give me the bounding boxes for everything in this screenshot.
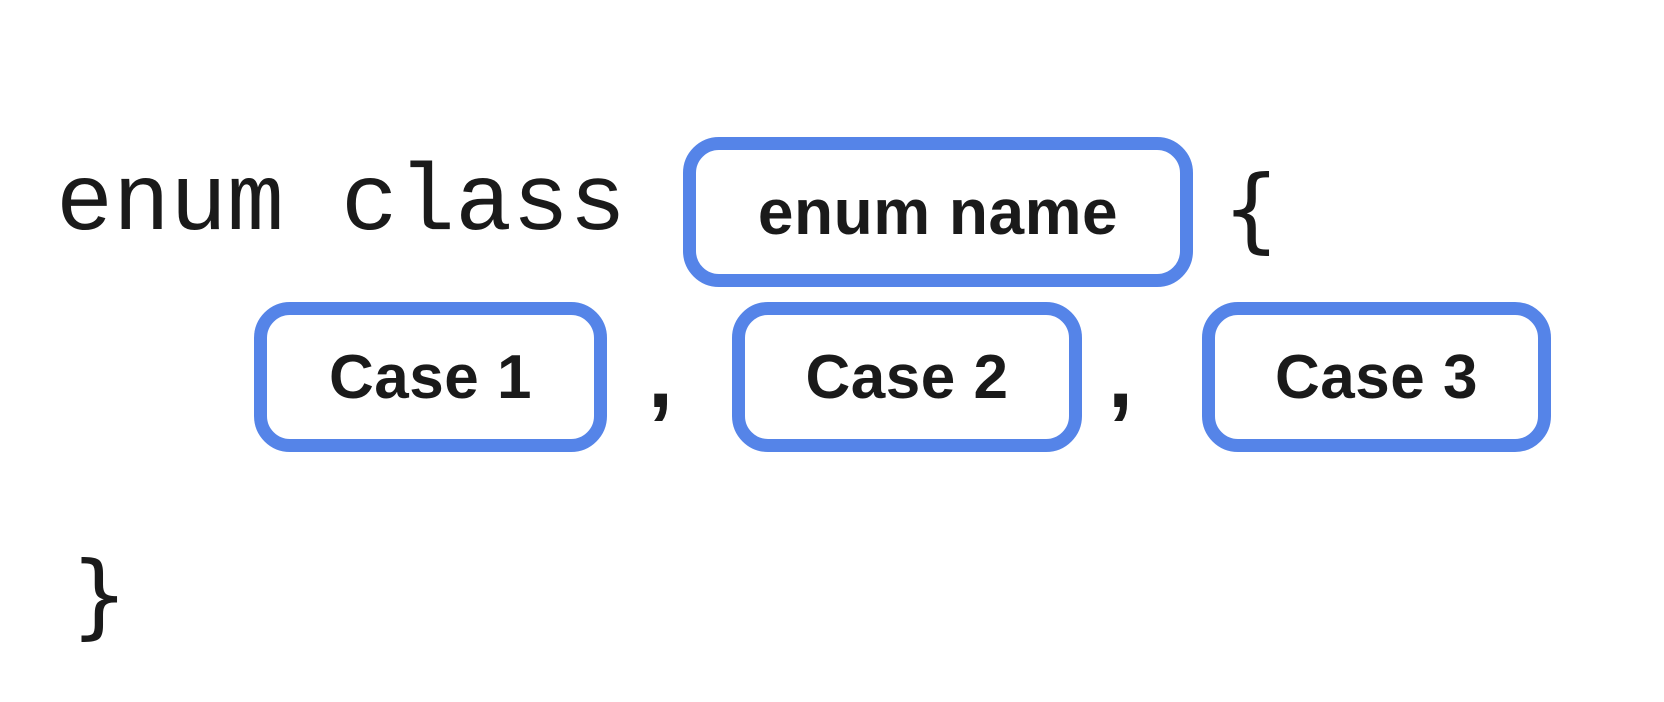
case-3-placeholder-box: Case 3 [1202,302,1551,452]
enum-name-label: enum name [757,176,1119,248]
open-brace: { [1222,156,1281,263]
case-1-placeholder-box: Case 1 [254,302,607,452]
case-2-placeholder-box: Case 2 [732,302,1082,452]
enum-class-keyword: enum class [56,150,627,258]
case-separator-comma-1: , [648,327,674,427]
close-brace: } [70,542,129,649]
case-1-label: Case 1 [329,342,532,412]
enum-name-placeholder-box: enum name [683,137,1193,287]
case-separator-comma-2: , [1108,327,1134,427]
case-3-label: Case 3 [1275,342,1478,412]
case-2-label: Case 2 [805,342,1009,412]
